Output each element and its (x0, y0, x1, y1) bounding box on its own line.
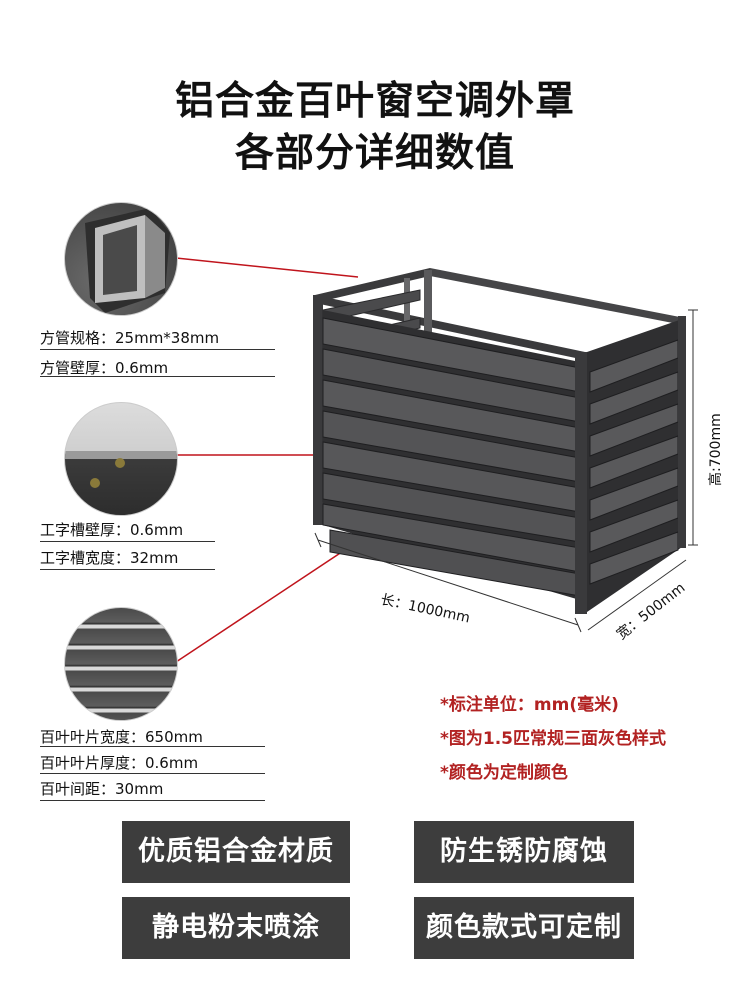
divider (40, 746, 265, 747)
louver-blade-closeup-image (64, 607, 178, 721)
notes-block: *标注单位：mm(毫米) *图为1.5匹常规三面灰色样式 *颜色为定制颜色 (440, 688, 666, 790)
note-style: *图为1.5匹常规三面灰色样式 (440, 729, 667, 749)
spec-louver-spacing: 百叶间距：30mm (40, 780, 164, 798)
length-dim-line (317, 539, 579, 626)
note-color: *颜色为定制颜色 (440, 763, 568, 783)
leader-line-square-tube (175, 257, 359, 278)
feature-badge-anticorrosion: 防生锈防腐蚀 (414, 821, 634, 883)
frame-top-right (430, 268, 685, 324)
divider (40, 773, 265, 774)
divider (40, 569, 215, 570)
page-title-line1: 铝合金百叶窗空调外罩 (174, 79, 575, 124)
spec-square-tube-wall: 方管壁厚：0.6mm (40, 359, 169, 377)
divider (40, 541, 215, 542)
i-groove-closeup-image (64, 402, 178, 516)
frame-top-left (315, 268, 430, 301)
feature-badge-coating: 静电粉末喷涂 (122, 897, 350, 959)
width-dim-line (587, 559, 687, 631)
divider (40, 800, 265, 801)
spec-louver-width: 百叶叶片宽度：650mm (40, 728, 203, 746)
square-tube-closeup-image (64, 202, 178, 316)
note-unit: *标注单位：mm(毫米) (440, 695, 619, 715)
feature-badge-material: 优质铝合金材质 (122, 821, 350, 883)
spec-square-tube-size: 方管规格：25mm*38mm (40, 329, 220, 347)
spec-i-groove-width: 工字槽宽度：32mm (40, 549, 179, 567)
page-title-line2: 各部分详细数值 (234, 131, 515, 176)
divider (40, 349, 275, 350)
frame-top-front (315, 295, 585, 360)
feature-badge-customizable: 颜色款式可定制 (414, 897, 634, 959)
front-louver-panel (322, 310, 587, 614)
spec-i-groove-wall: 工字槽壁厚：0.6mm (40, 521, 184, 539)
divider (40, 376, 275, 377)
dimension-height-label: 高:700mm (708, 413, 724, 486)
right-side-panel (587, 316, 686, 612)
spec-louver-thickness: 百叶叶片厚度：0.6mm (40, 754, 199, 772)
